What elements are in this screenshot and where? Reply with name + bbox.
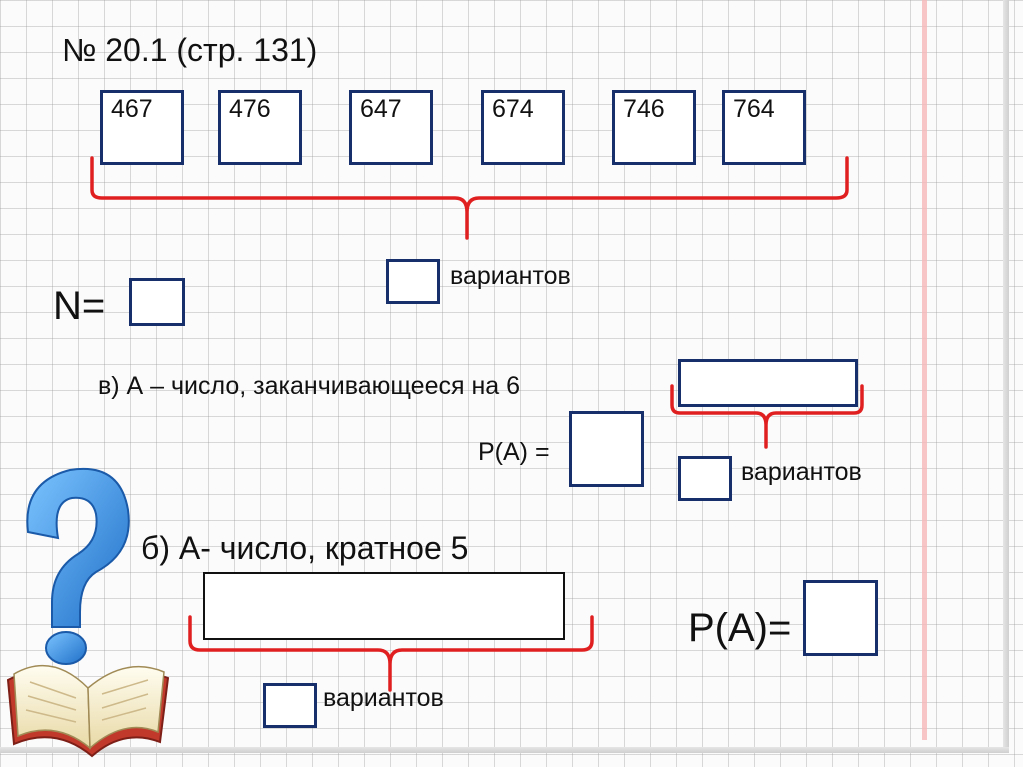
page-shadow-bottom	[0, 747, 1009, 753]
number-value: 467	[111, 95, 153, 123]
part-v-numbers-box[interactable]	[678, 359, 858, 407]
number-value: 674	[492, 95, 534, 123]
part-v-label: в) А – число, заканчивающееся на 6	[98, 372, 521, 400]
question-book-icon	[6, 467, 170, 758]
number-box-2[interactable]: 476	[218, 90, 302, 165]
notebook-margin-line	[922, 0, 927, 740]
variants-count-box-b[interactable]	[263, 683, 317, 728]
number-value: 476	[229, 95, 271, 123]
variants-label-b: вариантов	[323, 684, 444, 712]
page-shadow-right	[1003, 0, 1009, 748]
part-b-numbers-box[interactable]	[203, 572, 565, 640]
variants-count-box-total[interactable]	[386, 259, 440, 304]
part-b-probability-label: Р(А)=	[688, 606, 792, 650]
number-value: 647	[360, 95, 402, 123]
number-box-3[interactable]: 647	[349, 90, 433, 165]
number-box-1[interactable]: 467	[100, 90, 184, 165]
number-value: 746	[623, 95, 665, 123]
part-v-probability-box[interactable]	[569, 411, 644, 487]
n-label: N=	[53, 284, 106, 328]
variants-label-total: вариантов	[450, 262, 571, 290]
variants-label-v: вариантов	[741, 458, 862, 486]
number-box-4[interactable]: 674	[481, 90, 565, 165]
number-box-5[interactable]: 746	[612, 90, 696, 165]
part-b-probability-box[interactable]	[803, 580, 878, 656]
page-title: № 20.1 (стр. 131)	[62, 32, 318, 68]
number-value: 764	[733, 95, 775, 123]
part-b-label: б) А- число, кратное 5	[141, 530, 469, 566]
part-v-probability-label: Р(А) =	[478, 438, 550, 466]
n-answer-box[interactable]	[129, 278, 185, 326]
variants-count-box-v[interactable]	[678, 456, 732, 501]
number-box-6[interactable]: 764	[722, 90, 806, 165]
